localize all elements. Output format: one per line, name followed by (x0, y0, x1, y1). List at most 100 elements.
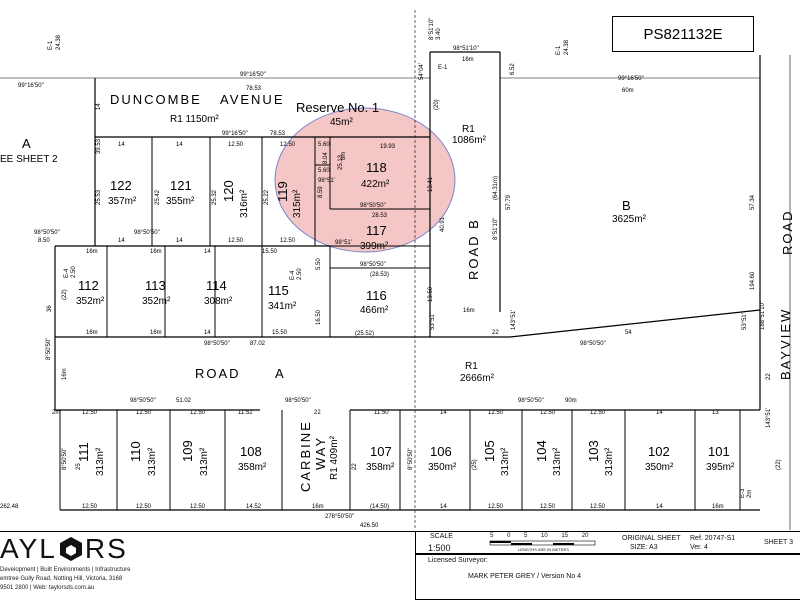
dim-width: 16m (86, 330, 98, 336)
dim-bearing: 98°50'50" (130, 398, 156, 404)
dim-width: 16m (463, 308, 475, 314)
dim-length: (22) (62, 289, 68, 300)
dim-length: 87.02 (250, 341, 266, 347)
dim-bearing: 98°50'50" (134, 230, 160, 236)
dim-length: 78.53 (270, 131, 286, 137)
ref-number: Ref. 20747-S1 (690, 535, 736, 542)
carbine-label: CARBINE (298, 420, 313, 492)
dim-width: 11.50 (374, 410, 389, 416)
dim-bearing: 143°51' (766, 408, 772, 428)
firm-contact: 9501 2800 | Web: taylorsds.com.au (0, 585, 95, 591)
lot-b-label: B (622, 198, 631, 213)
dim-length: 57.79 (506, 194, 512, 210)
easement-width: 24.38 (564, 39, 570, 55)
easement-width: 2.50 (71, 266, 77, 278)
dim-width: 12.50 (136, 504, 152, 510)
avenue-label: AVENUE (220, 92, 285, 107)
firm-logo: AYL RS (0, 533, 128, 564)
lot-113-number: 113 (145, 278, 166, 293)
dim-width: 12.50 (540, 410, 556, 416)
dim-width: 12.50 (280, 238, 296, 244)
dim-width: 12.50 (190, 410, 206, 416)
scale-tick: 10 (541, 533, 548, 539)
dim-bearing: 188°51'10" (760, 301, 766, 330)
hexagon-logo-icon (59, 537, 82, 561)
dim-length: 5.50 (316, 258, 322, 270)
dim-length: 13.41 (428, 176, 434, 192)
carbine-area: R1 409m² (329, 435, 340, 480)
dim-bearing: 98°51' (335, 240, 352, 246)
dim-bearing: 8°50'50" (408, 448, 414, 470)
dim-bearing: 98°50'50" (580, 341, 606, 347)
dim-bearing: 143°51' (511, 310, 517, 330)
scale-bar (489, 540, 596, 546)
dim-length: (64.31m) (493, 176, 499, 200)
easement-label: E-1 (48, 40, 54, 50)
surveyor-label: Licensed Surveyor: (428, 557, 488, 564)
lot-105-number: 105 (482, 440, 497, 462)
dim-width: 22 (766, 373, 772, 380)
dim-width: 12.50 (488, 410, 504, 416)
dim-length: (25.52) (355, 331, 374, 337)
dim-bearing: 99°16'50" (222, 131, 248, 137)
lot-106-area: 350m² (428, 462, 457, 473)
bayview-road-label: ROAD (780, 209, 795, 255)
dim-length: 3.40 (436, 28, 442, 40)
road-a-area: 2666m² (460, 373, 495, 384)
duncombe-area: R1 1150m² (170, 114, 219, 125)
lot-118-number: 118 (366, 160, 387, 175)
dim-length: 262.48 (0, 504, 19, 510)
dim-width: 12.50 (136, 410, 152, 416)
dim-length: 25 (76, 463, 82, 470)
dim-length: 13.50 (428, 286, 434, 302)
dim-length: 60m (622, 88, 634, 94)
dim-length: 40.91 (440, 216, 446, 232)
dim-bearing: 53°51' (742, 313, 748, 330)
dim-width: 12.50 (280, 142, 296, 148)
easement-width: 2m (747, 490, 753, 498)
dim-width: 14 (440, 504, 447, 510)
lot-109-area: 313m² (199, 447, 210, 476)
dim-width: 12.50 (488, 504, 504, 510)
easement-label: E-4 (64, 268, 70, 278)
road-b-area: 1086m² (452, 135, 487, 146)
reserve-area: 45m² (330, 117, 353, 128)
dim-width: 15.50 (272, 330, 288, 336)
dim-bearing: 98°50'50" (360, 262, 386, 268)
see-sheet-label: EE SHEET 2 (0, 154, 58, 165)
lot-110-number: 110 (128, 441, 143, 462)
dim-width: 16m (712, 504, 724, 510)
dim-length: 25.32 (212, 189, 218, 205)
dim-length: 426.50 (360, 523, 379, 529)
dim-length: (20) (434, 99, 440, 110)
dim-length: 90m (565, 398, 577, 404)
dim-bearing: 8°51'10" (429, 18, 435, 40)
lot-114-area: 308m² (204, 296, 233, 307)
dim-length: 8.59 (318, 186, 324, 198)
dim-bearing: 8°50'50" (46, 338, 52, 360)
dim-width: 22 (314, 410, 321, 416)
lot-122-number: 122 (110, 178, 132, 193)
scale-value: 1:500 (428, 543, 451, 553)
lot-113-area: 352m² (142, 296, 171, 307)
dim-length: (22) (776, 459, 782, 470)
lot-120-area: 316m² (239, 189, 250, 218)
dim-width: 14 (176, 238, 183, 244)
sheet-number: SHEET 3 (764, 539, 794, 546)
lot-101-number: 101 (708, 444, 730, 459)
road-a-r1: R1 (465, 361, 478, 372)
dim-length: 25.13 (338, 154, 344, 170)
dim-bearing: 8°50'50" (62, 448, 68, 470)
dim-width: 14 (204, 249, 211, 255)
dim-width: 16m (150, 330, 162, 336)
lot-119-number: 119 (275, 181, 290, 202)
scale-tick: 20 (581, 533, 589, 539)
dim-bearing: 54°04' (419, 63, 425, 80)
reserve-label: Reserve No. 1 (296, 100, 379, 115)
dim-length: 8.04 (323, 152, 329, 164)
dim-width: 14 (176, 142, 183, 148)
plan-number: PS821132E (643, 25, 723, 43)
lot-104-area: 313m² (552, 447, 563, 476)
dim-bearing: 98°50'50" (34, 230, 60, 236)
